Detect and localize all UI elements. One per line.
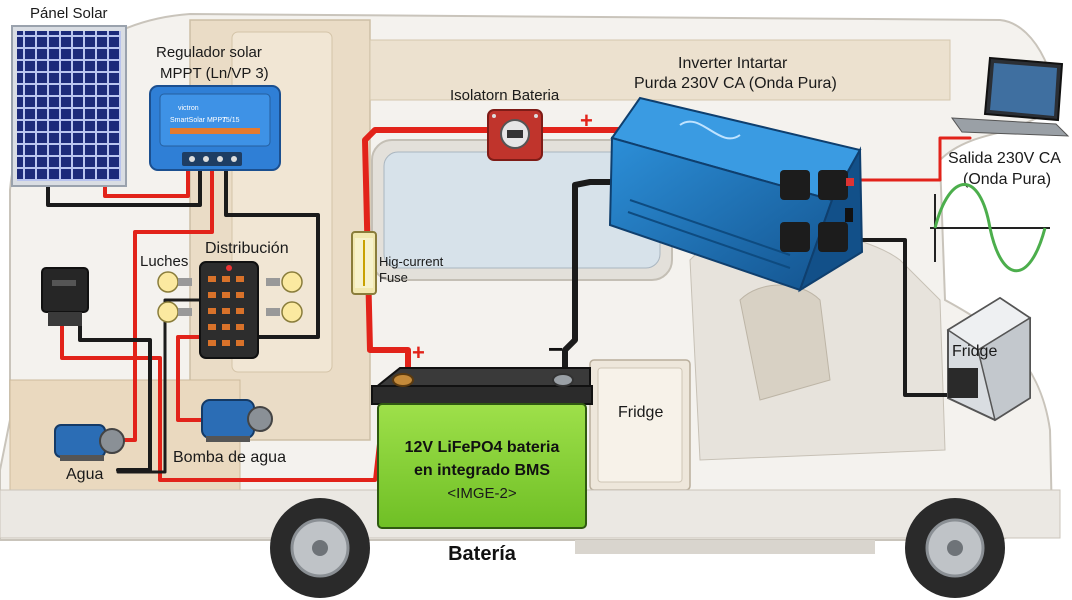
battery-label-line3: <IMGE-2> — [447, 485, 516, 502]
regulator-label-line1: Regulador solar — [156, 44, 262, 61]
fridge-cabinet-label: Fridge — [618, 404, 663, 421]
wire-reg-dist-pos — [108, 168, 214, 442]
isolator-plus-sign: + — [580, 108, 593, 133]
battery-caption: Batería — [448, 543, 517, 565]
fuse-icon — [351, 231, 377, 295]
wire-relay-black — [78, 323, 152, 472]
water-label: Agua — [66, 466, 103, 483]
mppt-regulator-icon: victron SmartSolar MPPT 75/15 — [149, 85, 281, 171]
wire-relay-red — [60, 323, 387, 482]
wire-panel-pos — [103, 168, 190, 198]
battery-label-line2: en integrado BMS — [414, 462, 550, 479]
output-label-line2: (Onda Pura) — [963, 171, 1051, 188]
wire-reg-dist-neg — [224, 168, 320, 339]
regulator-model: SmartSolar MPPT — [170, 117, 227, 124]
wire-panel-neg — [46, 168, 202, 207]
battery-plus-sign: + — [412, 340, 425, 365]
regulator-brand: victron — [178, 105, 199, 112]
inverter-label-line1: Inverter Intartar — [678, 55, 788, 72]
wire-dist-black2 — [116, 298, 227, 474]
wheel-right-icon — [905, 498, 1005, 598]
fuse-label-line2: Fuse — [379, 270, 408, 285]
light-bulb-icon — [157, 271, 303, 323]
water-pump-label: Bomba de agua — [173, 449, 286, 466]
regulator-spec: 75/15 — [222, 117, 240, 124]
solar-panel-label: Pánel Solar — [30, 5, 108, 22]
laptop-icon — [950, 56, 1070, 137]
wire-main-neg — [562, 179, 643, 381]
battery-icon — [371, 367, 593, 529]
fridge-right-label: Fridge — [952, 343, 997, 360]
fuse-label-line1: Hig-current — [379, 254, 444, 269]
battery-label-line1: 12V LiFePO4 bateria — [405, 439, 560, 456]
regulator-label-line2: MPPT (Ln/VP 3) — [160, 65, 269, 82]
isolator-label: Isolatorn Bateria — [450, 87, 560, 104]
battery-isolator-switch-icon — [487, 109, 543, 161]
water-pump-2-icon — [201, 399, 273, 442]
lights-label: Luches — [140, 253, 188, 270]
battery-minus-sign: − — [548, 334, 563, 364]
wheel-left-icon — [270, 498, 370, 598]
water-pump-icon — [54, 424, 125, 461]
output-label-line1: Salida 230V CA — [948, 150, 1061, 167]
relay-icon — [41, 267, 89, 326]
solar-panel-icon — [11, 25, 127, 187]
fuse-box-icon — [199, 261, 259, 359]
fridge-icon — [946, 296, 1032, 422]
wire-inverter-fridge — [850, 238, 952, 397]
sine-wave-icon — [930, 183, 1050, 272]
wire-inverter-laptop — [848, 136, 972, 182]
inverter-label-line2: Purda 230V CA (Onda Pura) — [634, 75, 837, 92]
wire-dist-pump — [176, 335, 207, 422]
pure-sine-inverter-icon — [608, 96, 864, 293]
distribution-label: Distribución — [205, 240, 289, 257]
